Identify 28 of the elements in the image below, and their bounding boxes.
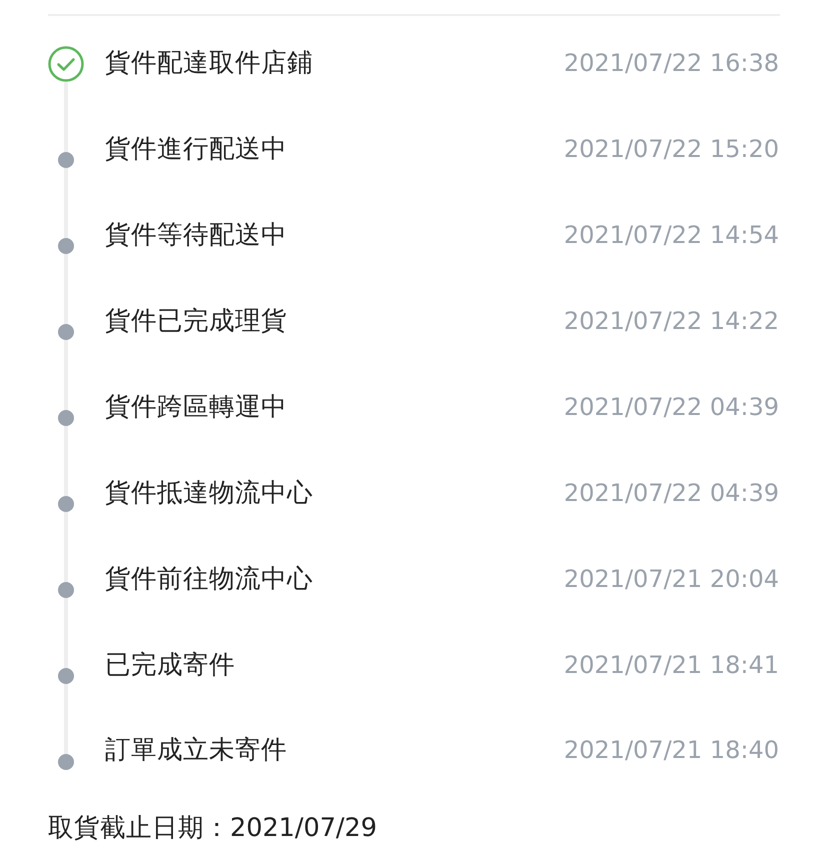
timeline-dot [58,238,74,254]
timestamp: 2021/07/22 04:39 [564,478,779,509]
timeline-dot [58,582,74,598]
timeline-dot [58,668,74,684]
status-text: 貨件配達取件店鋪 [105,47,313,80]
timestamp: 2021/07/21 20:04 [564,564,779,595]
timestamp: 2021/07/22 14:22 [564,306,779,337]
status-text: 貨件抵達物流中心 [105,477,313,510]
timeline-dot [58,324,74,340]
pickup-deadline-text: 取貨截止日期：2021/07/29 [48,812,377,845]
status-text: 貨件進行配送中 [105,133,287,166]
status-text: 貨件前往物流中心 [105,563,313,596]
timeline-dot [58,496,74,512]
timestamp: 2021/07/22 15:20 [564,134,779,165]
status-text: 已完成寄件 [105,649,235,682]
timestamp: 2021/07/22 16:38 [564,48,779,79]
timestamp: 2021/07/21 18:41 [564,650,779,681]
timestamp: 2021/07/22 14:54 [564,220,779,251]
status-text: 貨件等待配送中 [105,219,287,252]
timestamp: 2021/07/21 18:40 [564,735,779,766]
status-text: 貨件已完成理貨 [105,305,287,338]
timestamp: 2021/07/22 04:39 [564,392,779,423]
timeline-dot [58,152,74,168]
check-circle-icon [48,46,84,82]
status-text: 訂單成立未寄件 [105,734,287,767]
status-text: 貨件跨區轉運中 [105,391,287,424]
timeline-dot [58,410,74,426]
timeline-dot [58,754,74,770]
